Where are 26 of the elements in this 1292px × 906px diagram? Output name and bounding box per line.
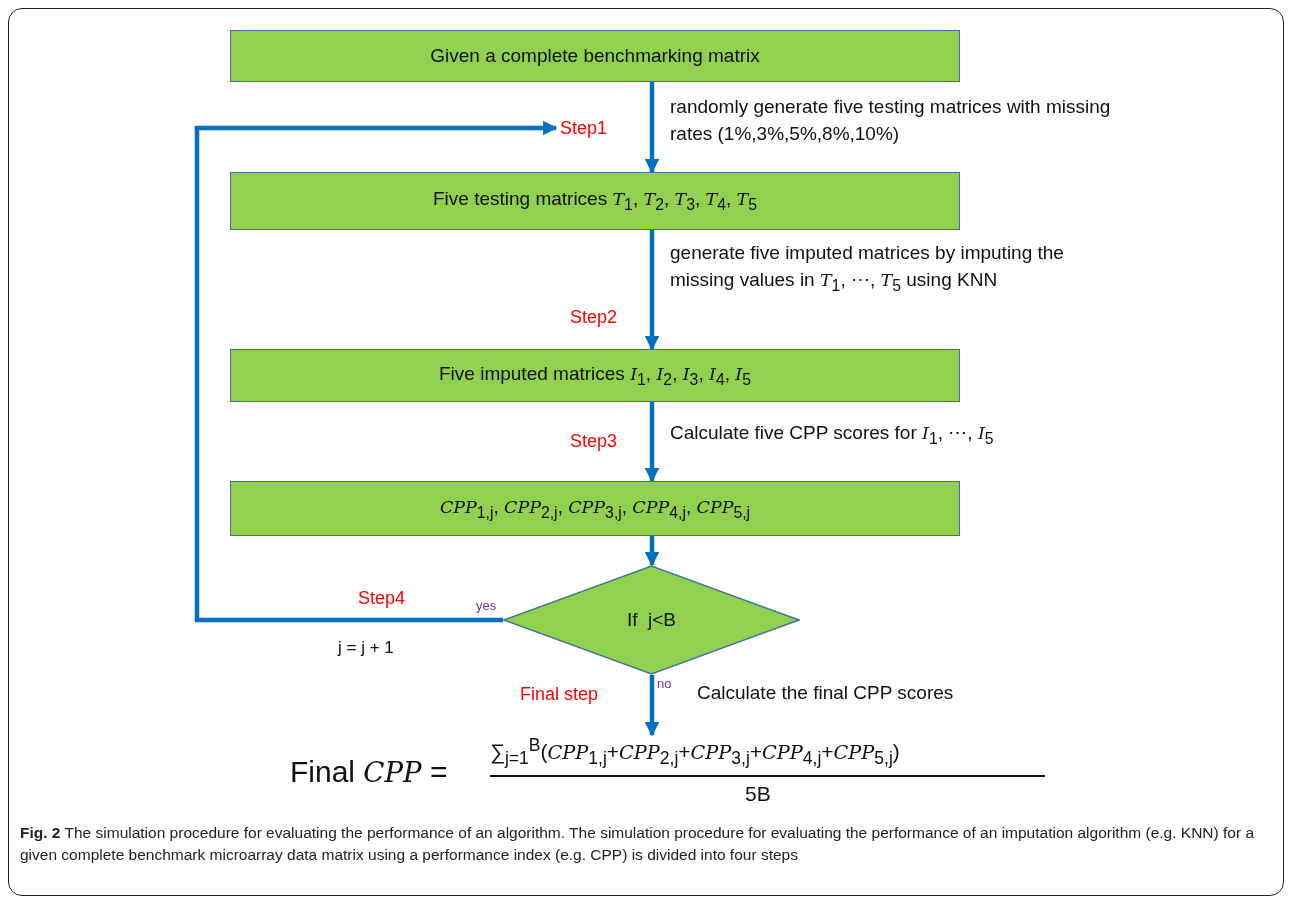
step-label: Final step <box>520 683 599 706</box>
process-box <box>230 30 960 82</box>
formula-lhs: Final CPP = <box>290 754 448 791</box>
process-box <box>230 481 960 536</box>
arrow <box>644 402 660 483</box>
edge-label: Step4 <box>358 587 407 610</box>
arrow <box>194 120 558 623</box>
step-label: Step2 <box>570 306 618 329</box>
branch-label: yes <box>476 598 497 615</box>
process-box <box>230 172 960 230</box>
branch-label: no <box>657 676 672 693</box>
decision-diamond <box>503 565 800 675</box>
decision-label: If j<B <box>626 608 677 632</box>
step-label: Step3 <box>570 430 618 453</box>
edge-label: randomly generate five testing matrices with missing rates (1%,3%,5%,8%,10%) <box>670 95 1112 146</box>
box-label: Given a complete benchmarking matrix <box>430 44 760 68</box>
formula-denominator: 5B <box>745 781 771 807</box>
caption: Fig. 2 The simulation procedure for evaluating the performance of an algorithm. The simulation procedure for evaluating the performance of an imputation algorithm (e.g. KNN) for a given complete benchmark microarray data matrix using a performance index (e.g. CPP) is divided into four steps <box>20 823 1256 866</box>
edge-label: Calculate the final CPP scores <box>697 681 955 705</box>
arrow <box>644 536 660 567</box>
arrow <box>644 82 660 174</box>
arrow <box>644 675 660 737</box>
note: j = j + 1 <box>338 637 394 659</box>
arrow <box>644 230 660 351</box>
process-box <box>230 349 960 402</box>
step-label: Step1 <box>560 116 608 140</box>
